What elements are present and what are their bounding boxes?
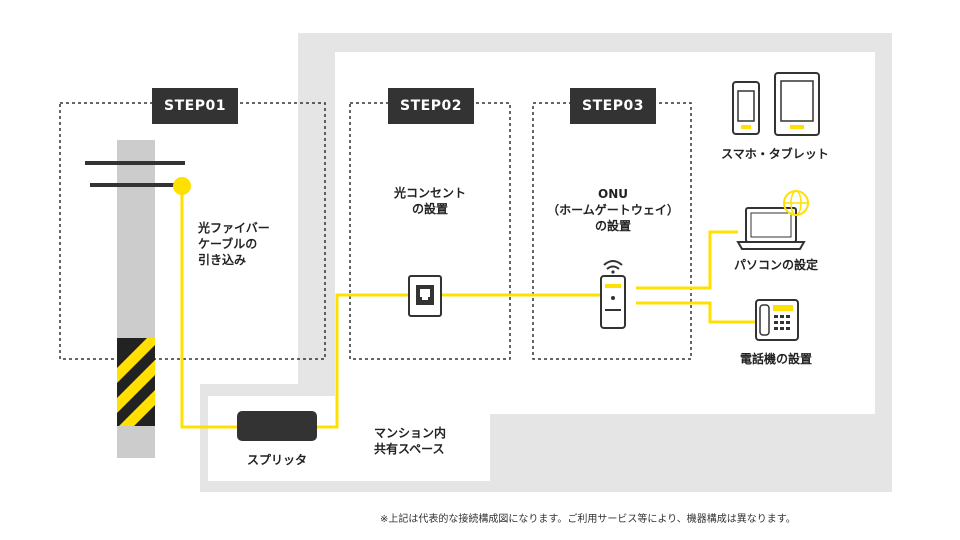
splitter-box [237,411,317,441]
onu-to-phone-cable [636,301,755,324]
tablet-icon [774,72,820,136]
onu-router-icon [600,260,626,329]
step01-caption-line: ケーブルの [198,237,258,251]
step03-badge: STEP03 [570,88,656,124]
step01-caption-line: 光ファイバー [198,221,270,235]
step03-caption-line: （ホームゲートウェイ） [547,203,679,217]
telephone-pole [85,140,185,458]
fiber-cable [180,186,238,429]
step03-caption-line: ONU [598,187,628,201]
globe-icon [783,190,809,216]
step01-dashed-box [59,102,326,360]
step02-caption: 光コンセント の設置 [370,185,490,217]
phone-setup-label: 電話機の設置 [739,352,812,366]
step03-caption-line: の設置 [594,219,631,233]
optical-outlet-icon [408,275,442,317]
shared-space-line: 共有スペース [374,442,445,456]
step01-caption: 光ファイバー ケーブルの 引き込み [198,220,270,268]
step02-badge: STEP02 [388,88,474,124]
shared-space-line: マンション内 [374,426,447,440]
step02-caption-line: 光コンセント [393,186,466,200]
step03-caption: ONU （ホームゲートウェイ） の設置 [538,186,688,234]
splitter-label: スプリッタ [246,453,307,467]
splitter-to-outlet-cable [316,293,410,429]
pole-connection-point [173,177,191,195]
smartphone-icon [732,81,760,135]
onu-to-pc-cable [636,230,738,290]
step01-caption-line: 引き込み [198,253,247,267]
shared-space-label: マンション内 共有スペース [374,425,446,457]
smartphone-tablet-label: スマホ・タブレット [721,147,829,161]
desk-phone-icon [755,299,799,341]
footnote: ※上記は代表的な接続構成図になります。ご利用サービス等により、機器構成は異なりま… [380,514,796,525]
pc-setup-label: パソコンの設定 [733,258,818,272]
step02-caption-line: の設置 [411,202,448,216]
laptop-icon [736,207,806,250]
step01-badge: STEP01 [152,88,238,124]
